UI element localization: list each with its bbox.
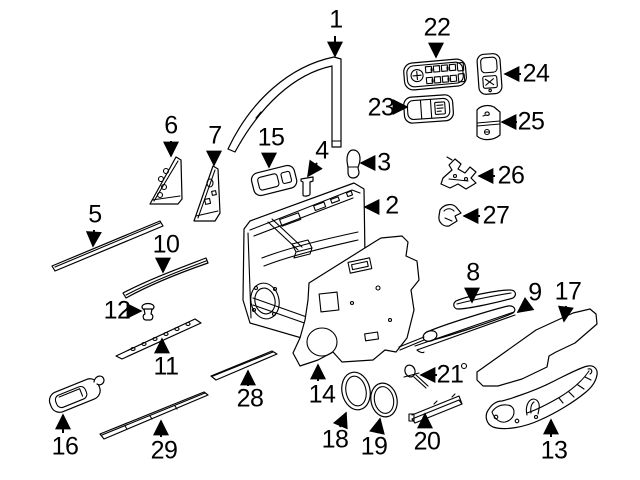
part-label-3: 3 — [377, 148, 391, 177]
part-label-10: 10 — [152, 230, 180, 259]
part-label-6: 6 — [164, 111, 178, 140]
part-arrow-9 — [516, 297, 535, 313]
part-label-9: 9 — [528, 278, 542, 307]
part-label-4: 4 — [315, 136, 329, 165]
part-4-grommet-shape — [300, 176, 314, 197]
part-28-molding-strip-shape — [210, 350, 278, 381]
part-6-pillar-trim-shape — [149, 156, 183, 205]
part-18-speaker-ring-shape — [341, 371, 371, 411]
part-29-sill-strip-shape — [99, 391, 209, 440]
part-22-window-switch-panel-shape — [403, 58, 467, 91]
part-12-clip-shape — [141, 302, 155, 321]
leader-arrows — [55, 36, 574, 437]
part-label-8: 8 — [466, 258, 480, 287]
part-label-27: 27 — [482, 201, 510, 230]
part-25-switch-plate-shape — [476, 104, 501, 141]
part-8-armrest-shape — [398, 289, 516, 354]
part-label-26: 26 — [497, 161, 525, 190]
part-27-bracket-shape — [438, 204, 462, 227]
part-label-29: 29 — [150, 436, 178, 465]
part-15-handle-bezel-shape — [250, 164, 298, 197]
part-arrow-4 — [307, 159, 323, 178]
part-label-25: 25 — [517, 107, 545, 136]
part-label-11: 11 — [153, 352, 179, 381]
part-label-5: 5 — [88, 200, 102, 229]
part-label-24: 24 — [522, 59, 550, 88]
part-label-15: 15 — [257, 123, 285, 152]
part-16-inside-handle-shape — [48, 375, 105, 413]
part-label-20: 20 — [413, 427, 441, 456]
part-arrow-19 — [369, 417, 385, 435]
part-arrow-18 — [332, 411, 348, 430]
part-label-18: 18 — [321, 425, 349, 454]
part-1-window-frame-molding-shape — [227, 56, 342, 153]
part-label-21: 21 — [436, 360, 464, 389]
part-label-22: 22 — [423, 13, 451, 42]
part-label-7: 7 — [208, 121, 222, 150]
part-17-armrest-pad-shape — [476, 308, 598, 387]
part-19-speaker-ring-shape — [370, 382, 398, 418]
part-arrow-17 — [557, 305, 574, 323]
part-10-molding-strip-shape — [122, 257, 209, 299]
part-13-lower-trim-shape — [485, 365, 598, 430]
part-14-water-shield-shape — [292, 235, 420, 367]
part-label-2: 2 — [385, 191, 399, 220]
part-label-23: 23 — [367, 93, 395, 122]
part-label-19: 19 — [360, 432, 388, 461]
part-label-1: 1 — [329, 5, 343, 34]
part-7-pillar-trim-shape — [193, 165, 221, 222]
part-5-belt-molding-shape — [51, 220, 164, 272]
part-24-switch-shape — [476, 53, 503, 95]
part-label-14: 14 — [308, 380, 336, 409]
part-arrow-5 — [85, 229, 102, 248]
part-label-28: 28 — [236, 384, 264, 413]
part-label-12: 12 — [103, 296, 131, 325]
part-23-switch-shape — [403, 94, 454, 124]
part-label-17: 17 — [554, 277, 582, 306]
part-label-13: 13 — [540, 436, 568, 465]
part-3-lock-knob-shape — [346, 149, 361, 179]
part-26-bracket-shape — [440, 156, 477, 190]
part-label-16: 16 — [51, 432, 79, 461]
